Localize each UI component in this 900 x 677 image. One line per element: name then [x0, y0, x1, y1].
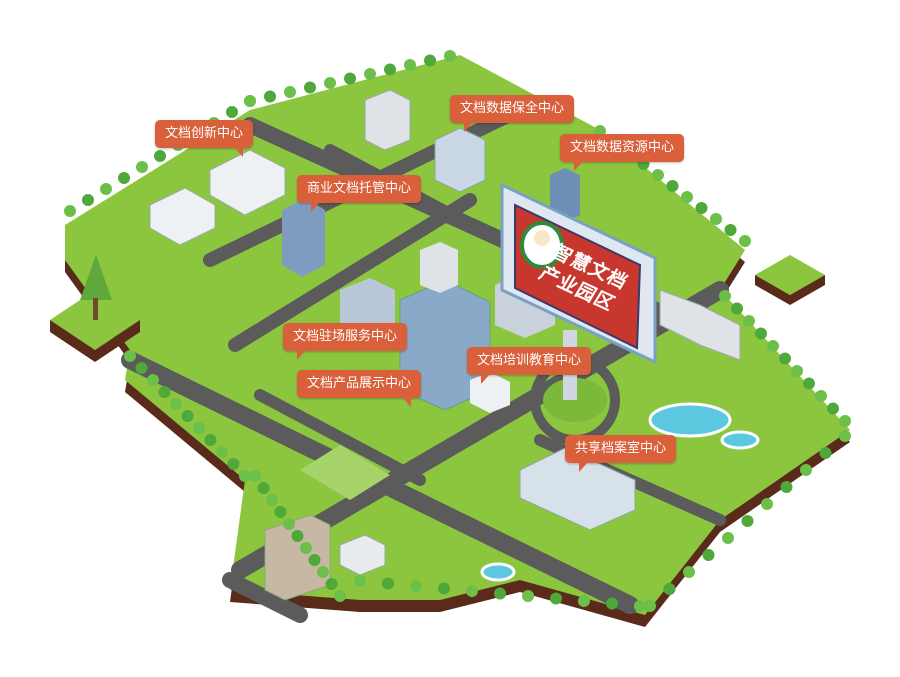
tree-icon — [257, 482, 270, 494]
tree-icon — [438, 582, 450, 595]
tree-icon — [779, 352, 791, 365]
tree-icon — [283, 518, 295, 530]
tree-icon — [384, 63, 396, 76]
tree-icon — [354, 575, 366, 587]
tree-icon — [494, 587, 506, 600]
label-product-display[interactable]: 文档产品展示中心 — [297, 370, 422, 407]
tree-icon — [803, 377, 815, 390]
tree-icon — [791, 365, 803, 377]
tree-icon — [404, 59, 416, 71]
tree-icon — [695, 202, 708, 214]
tree-icon — [578, 595, 590, 607]
tree-icon — [193, 422, 205, 434]
label-data-resource[interactable]: 文档数据资源中心 — [560, 134, 685, 171]
tree-icon — [124, 350, 136, 362]
tree-icon — [681, 191, 693, 203]
tree-icon — [731, 302, 743, 315]
tree-icon — [466, 585, 478, 597]
tree-icon — [118, 172, 130, 184]
tree-icon — [216, 446, 228, 458]
tree-icon — [606, 597, 618, 610]
tree-icon — [719, 290, 731, 302]
tree-icon — [204, 434, 217, 446]
label-innovation[interactable]: 文档创新中心 — [155, 120, 254, 157]
tree-icon — [663, 583, 676, 595]
tree-icon — [239, 470, 251, 482]
tree-icon — [226, 106, 238, 118]
label-data-preservation[interactable]: 文档数据保全中心 — [450, 95, 575, 132]
tree-icon — [652, 169, 664, 181]
tree-icon — [284, 86, 296, 98]
tree-icon — [800, 464, 812, 476]
tree-icon — [755, 327, 767, 340]
tree-icon — [550, 592, 562, 605]
tree-icon — [324, 77, 336, 89]
tree-icon — [300, 542, 312, 554]
tree-icon — [767, 340, 779, 352]
tree-icon — [444, 50, 456, 62]
buildings — [149, 89, 741, 601]
tree-icon — [291, 530, 304, 542]
tree-icon — [634, 600, 646, 612]
tree-icon — [739, 235, 751, 247]
tree-icon — [64, 205, 76, 217]
tree-icon — [154, 150, 166, 162]
tree-icon — [304, 81, 316, 94]
tree-icon — [683, 566, 695, 578]
tree-icon — [249, 470, 261, 482]
tree-icon — [666, 180, 679, 192]
tree-icon — [317, 566, 329, 578]
label-onsite-service[interactable]: 文档驻场服务中心 — [283, 323, 408, 360]
tree-icon — [264, 90, 276, 103]
tree-icon — [266, 494, 278, 506]
label-training[interactable]: 文档培训教育中心 — [467, 347, 592, 384]
tree-icon — [244, 95, 256, 107]
tree-icon — [724, 224, 737, 236]
tree-icon — [839, 430, 851, 442]
tree-icon — [522, 590, 534, 602]
tree-icon — [743, 315, 755, 327]
tree-icon — [741, 515, 754, 527]
tree-icon — [274, 506, 287, 518]
tree-icon — [181, 410, 194, 422]
tree-icon — [722, 532, 734, 544]
tree-icon — [424, 54, 436, 67]
tree-icon — [364, 68, 376, 80]
tree-icon — [147, 374, 159, 386]
label-business-hosting[interactable]: 商业文档托管中心 — [297, 175, 422, 212]
tree-icon — [761, 498, 773, 510]
tree-icon — [158, 386, 171, 398]
tree-icon — [382, 577, 394, 590]
tree-icon — [815, 390, 827, 402]
label-shared-archive[interactable]: 共享档案室中心 — [565, 435, 677, 472]
tree-icon — [135, 362, 148, 374]
tree-icon — [136, 161, 148, 173]
tree-icon — [839, 415, 851, 427]
tree-icon — [827, 402, 839, 415]
tree-icon — [344, 72, 356, 85]
tree-icon — [308, 554, 321, 566]
tree-icon — [702, 549, 715, 561]
tree-icon — [170, 398, 182, 410]
tree-icon — [325, 578, 338, 590]
tree-icon — [644, 600, 656, 612]
trees — [64, 50, 851, 612]
tree-icon — [82, 194, 94, 206]
pine-tree-icon — [80, 255, 112, 320]
tree-icon — [819, 447, 832, 459]
tree-icon — [100, 183, 112, 195]
tree-icon — [334, 590, 346, 602]
tree-icon — [780, 481, 793, 493]
tree-icon — [227, 458, 240, 470]
tree-icon — [710, 213, 722, 225]
tree-icon — [410, 580, 422, 592]
